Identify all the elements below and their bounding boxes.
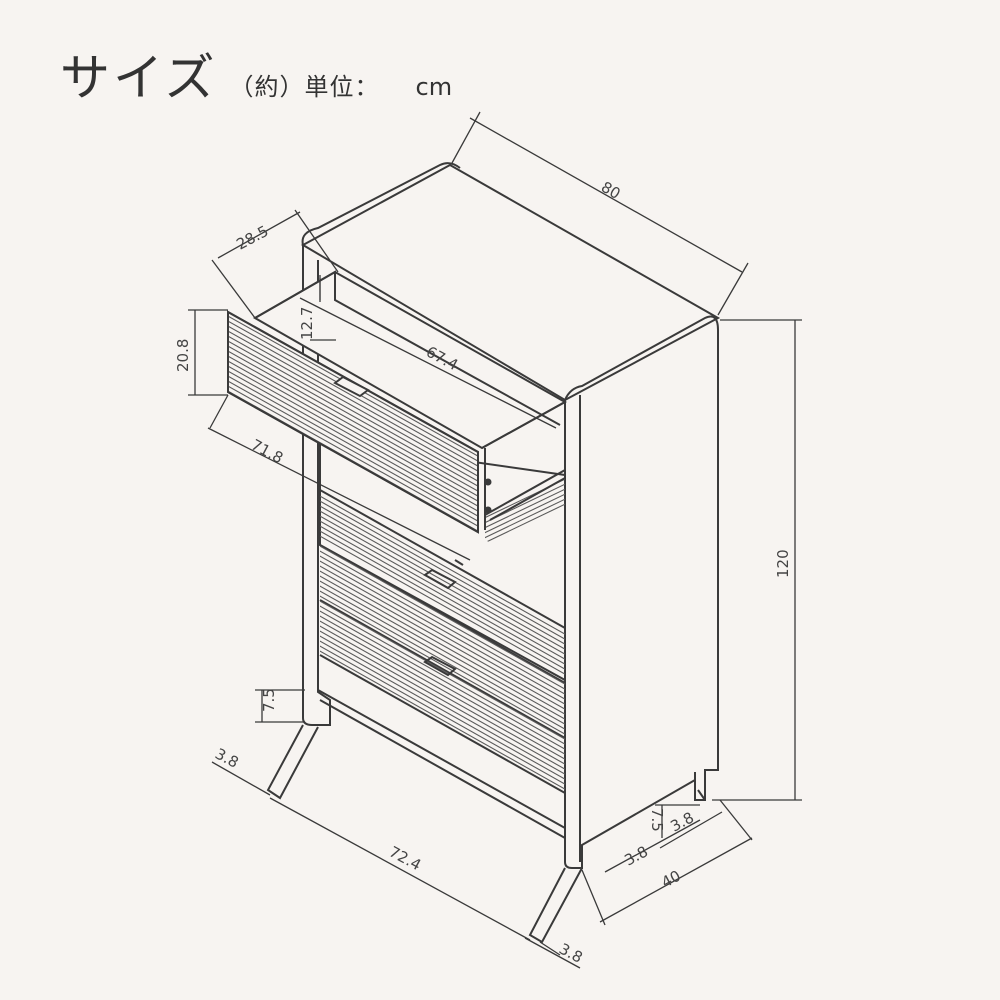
dim-label-drawer-inner-height: 12.7 — [298, 307, 316, 340]
slat-line — [320, 649, 565, 790]
page-title: サイズ — [60, 49, 218, 107]
slat-line — [320, 569, 565, 712]
slat-line — [320, 629, 565, 772]
slat-line — [320, 579, 565, 722]
dim-label-drawer-depth: 28.5 — [233, 222, 271, 254]
slat-line — [320, 634, 565, 777]
slat-line — [320, 624, 565, 767]
slat-line — [320, 659, 565, 790]
slat-line — [228, 334, 478, 478]
slat-line — [320, 545, 565, 682]
dim-label-leg-width-bottom: 3.8 — [556, 940, 586, 967]
dim-label-drawer-front-width: 71.8 — [248, 436, 286, 468]
slat-line — [228, 344, 478, 488]
slat-line — [320, 545, 565, 687]
slat-line — [228, 374, 478, 518]
cabinet-body — [266, 162, 721, 944]
slat-line — [228, 354, 478, 498]
dim-label-bottom-width: 72.4 — [386, 843, 424, 875]
slat-line — [320, 529, 565, 672]
slat-line — [320, 614, 565, 757]
slat-line — [485, 487, 565, 531]
slat-line — [320, 559, 565, 702]
dim-label-top-width: 80 — [598, 178, 624, 203]
slat-line — [320, 619, 565, 762]
slat-line — [485, 492, 565, 536]
slat-line — [228, 349, 478, 493]
header: サイズ （約）単位： cm — [60, 38, 452, 110]
unit-label: cm — [415, 73, 453, 101]
slat-line — [320, 519, 565, 662]
slat-line — [228, 359, 478, 503]
slat-line — [228, 329, 478, 473]
slat-line — [228, 384, 478, 528]
slat-line — [320, 639, 565, 782]
slat-line — [320, 539, 565, 678]
dim-label-leg-width-right-b: 3.8 — [621, 842, 651, 869]
slat-line — [485, 502, 565, 546]
slat-line — [320, 509, 565, 652]
slat-line — [320, 644, 565, 787]
slat-line — [320, 554, 565, 697]
slat-line — [320, 604, 565, 747]
slat-line — [228, 339, 478, 483]
slat-line — [320, 594, 565, 735]
slat-line — [320, 609, 565, 752]
slat-line — [320, 564, 565, 707]
slat-line — [320, 600, 565, 742]
dim-label-leg-width-right-a: 3.8 — [667, 808, 697, 835]
slat-line — [320, 524, 565, 667]
unit-caption: （約）単位： — [229, 73, 380, 101]
slat-line — [320, 499, 565, 642]
slat-line — [228, 324, 478, 468]
slat-line — [228, 379, 478, 523]
slat-line — [228, 364, 478, 508]
dim-label-drawer-front-height: 20.8 — [174, 339, 192, 372]
slat-line — [228, 369, 478, 513]
slat-line — [485, 497, 565, 541]
slat-line — [320, 549, 565, 692]
slat-line — [320, 584, 565, 727]
slat-line — [320, 495, 565, 637]
slat-line — [320, 534, 565, 677]
dim-label-leg-height-right: 7.5 — [648, 808, 666, 832]
dimension-lines — [188, 111, 802, 969]
dim-label-leg-width-left: 3.8 — [212, 745, 242, 772]
slat-line — [320, 589, 565, 732]
slat-line — [320, 574, 565, 717]
dim-label-total-height: 120 — [774, 549, 792, 578]
dim-label-leg-height-left: 7.5 — [260, 688, 278, 712]
